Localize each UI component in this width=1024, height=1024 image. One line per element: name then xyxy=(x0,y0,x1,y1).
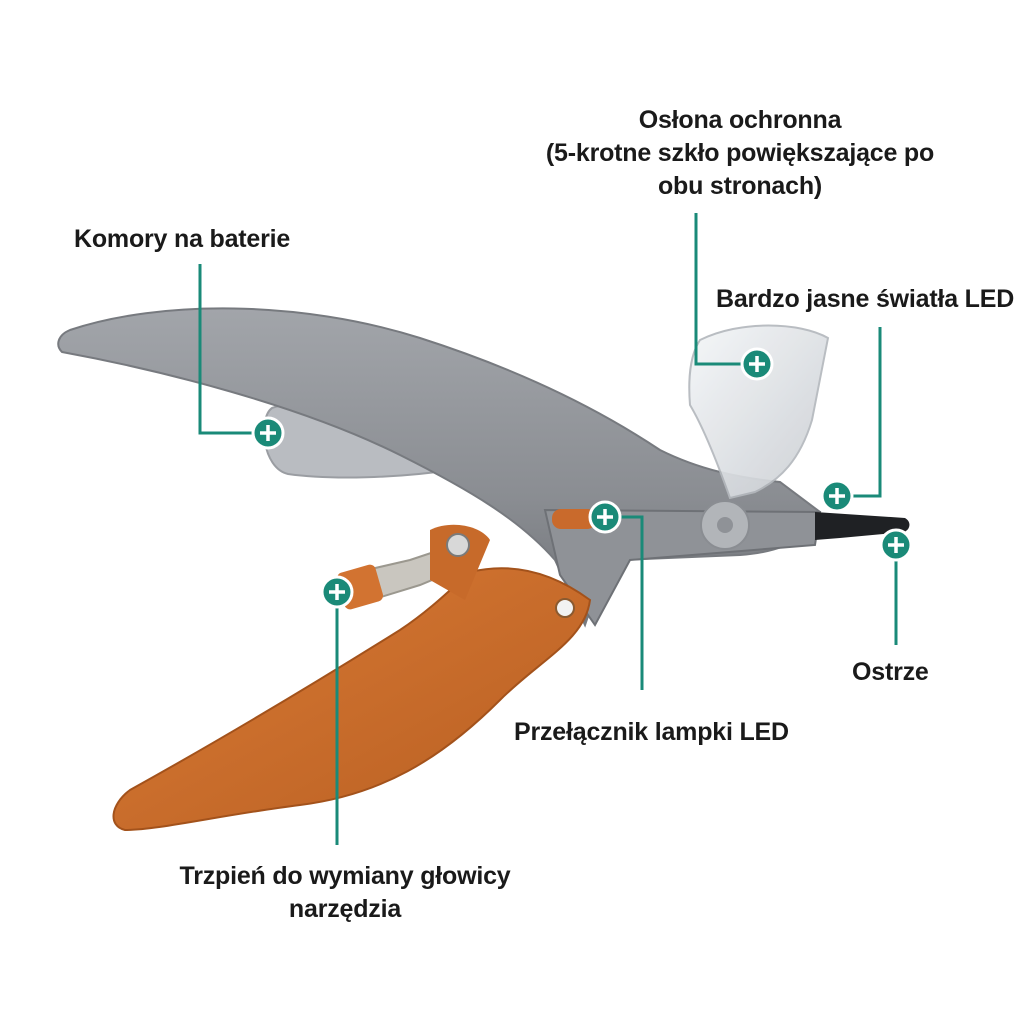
led-switch xyxy=(552,509,596,529)
label-line: (5-krotne szkło powiększające po xyxy=(545,139,935,167)
hotspot-shield[interactable] xyxy=(740,347,774,381)
label-line: Ostrze xyxy=(852,658,929,686)
label-line: narzędzia xyxy=(288,895,402,923)
lever-rivet xyxy=(446,533,470,557)
handle-upper-tab xyxy=(430,524,490,600)
label-led-switch: Przełącznik lampki LED xyxy=(514,716,789,749)
hotspot-pin[interactable] xyxy=(320,575,354,609)
label-led-lights: Bardzo jasne światła LED xyxy=(716,283,1014,316)
label-pin: Trzpień do wymiany głowicy narzędzia xyxy=(140,860,550,926)
label-line: Przełącznik lampki LED xyxy=(514,718,789,746)
hotspot-blade[interactable] xyxy=(879,528,913,562)
magnifier-shield xyxy=(688,324,830,500)
label-battery: Komory na baterie xyxy=(74,223,290,256)
shield-pivot-center xyxy=(717,517,733,533)
label-line: Bardzo jasne światła LED xyxy=(716,285,1015,313)
hotspot-led-lights[interactable] xyxy=(820,479,854,513)
clipper-head xyxy=(543,508,822,627)
label-line: Komory na baterie xyxy=(74,225,291,253)
label-line: Osłona ochronna xyxy=(638,106,842,134)
label-line: obu stronach) xyxy=(657,172,823,200)
label-line: Trzpień do wymiany głowicy xyxy=(179,862,511,890)
hotspot-battery[interactable] xyxy=(251,416,285,450)
hotspot-led-switch[interactable] xyxy=(588,500,622,534)
label-shield: Osłona ochronna (5-krotne szkło powiększ… xyxy=(490,104,990,203)
handle-rivet xyxy=(555,598,575,618)
label-blade: Ostrze xyxy=(852,656,929,689)
